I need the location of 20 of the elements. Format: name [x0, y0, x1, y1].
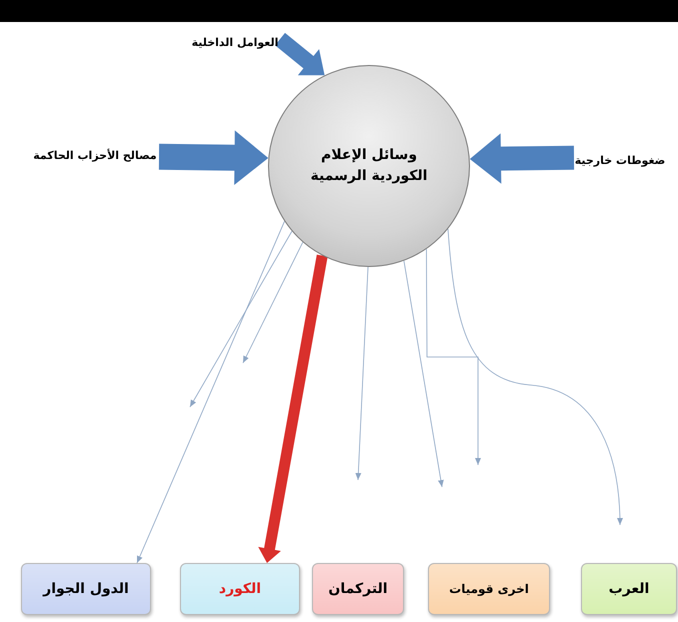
arrow — [355, 266, 368, 480]
factor-label: مصالح الأحزاب الحاكمة — [31, 145, 159, 165]
group-box: الكورد — [180, 563, 300, 615]
arrow — [275, 32, 325, 76]
arrow — [258, 254, 328, 563]
group-box: اخرى قوميات — [428, 563, 550, 615]
group-box: العرب — [581, 563, 677, 615]
arrow — [136, 220, 285, 564]
arrow — [242, 242, 304, 364]
arrow — [470, 133, 574, 184]
arrow — [448, 228, 623, 526]
factor-label: العوامل الداخلية — [190, 32, 280, 52]
media-circle: وسائل الإعلام الكوردية الرسمية — [268, 65, 470, 267]
arrow — [426, 248, 481, 466]
arrow — [158, 130, 268, 185]
arrow — [190, 230, 292, 408]
group-box: الدول الجوار — [21, 563, 151, 615]
arrow — [404, 260, 444, 488]
group-box: التركمان — [312, 563, 404, 615]
factor-label: ضغوطات خارجية — [574, 150, 666, 170]
